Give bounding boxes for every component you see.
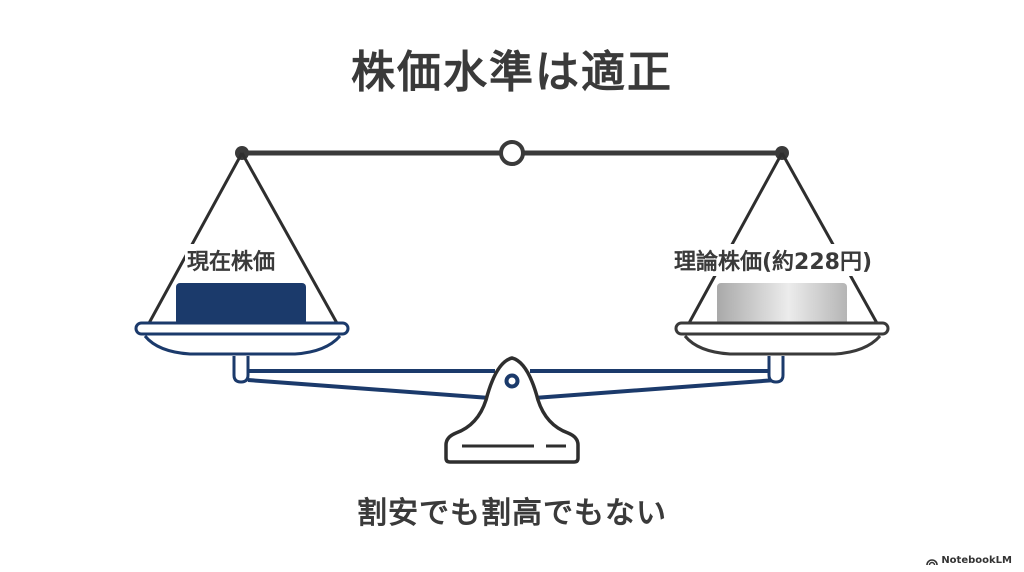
right-pan-strings bbox=[686, 152, 880, 326]
current-price-label: 現在株価 bbox=[185, 244, 278, 276]
right-pan bbox=[674, 321, 890, 384]
notebooklm-branding: NotebookLM bbox=[926, 555, 1012, 566]
lower-arms bbox=[247, 369, 777, 400]
theoretical-price-label: 理論株価(約228円) bbox=[672, 244, 875, 276]
left-weight-block bbox=[176, 283, 306, 325]
top-beam bbox=[235, 140, 789, 166]
left-pan bbox=[134, 321, 350, 384]
left-pan-strings bbox=[146, 152, 340, 326]
right-weight-block bbox=[717, 283, 847, 325]
notebooklm-logo-icon bbox=[926, 558, 939, 565]
brand-label: NotebookLM bbox=[941, 555, 1012, 566]
page-title: 株価水準は適正 bbox=[351, 47, 673, 98]
fulcrum-stand bbox=[444, 356, 580, 464]
conclusion-caption: 割安でも割高でもない bbox=[357, 496, 667, 531]
